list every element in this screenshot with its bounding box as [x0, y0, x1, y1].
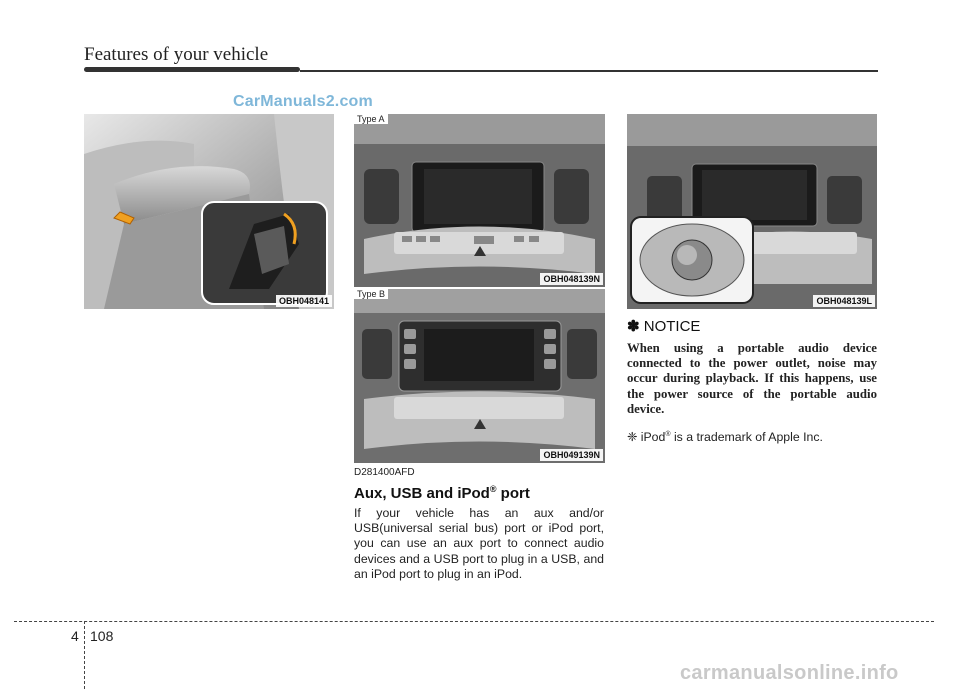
type-a-console-illustration [354, 114, 605, 287]
section-heading-text: Aux, USB and iPod [354, 485, 490, 502]
notice-title: ✽ NOTICE [627, 317, 700, 335]
site-watermark: CarManuals2.com [233, 93, 373, 110]
type-b-console-illustration [354, 289, 605, 463]
header-rule-thin [300, 70, 878, 72]
controller-photo: OBH048139L [627, 114, 877, 309]
notice-star-icon: ✽ [627, 318, 640, 335]
chapter-number: 4 [71, 628, 79, 644]
section-heading-suffix: port [496, 485, 530, 502]
armrest-photo: OBH048141 [84, 114, 334, 309]
notice-body: When using a portable audio device conne… [627, 341, 877, 416]
footer-divider [14, 621, 934, 622]
page-header-title: Features of your vehicle [84, 44, 269, 65]
trademark-symbol-icon: ❈ [627, 430, 638, 444]
section-heading-sup: ® [489, 484, 497, 494]
armrest-illustration [84, 114, 334, 309]
type-b-label: Type B [354, 289, 389, 299]
controller-console-illustration [627, 114, 877, 309]
trademark-note: ❈ iPod® is a trademark of Apple Inc. [627, 430, 823, 444]
type-a-label: Type A [354, 114, 388, 124]
footer-vertical-divider [84, 621, 85, 689]
trademark-post: is a trademark of Apple Inc. [670, 430, 823, 444]
header-rule-thick [84, 67, 300, 72]
type-a-photo: Type A OBH048139N [354, 114, 605, 287]
trademark-pre: iPod [640, 430, 666, 444]
figure-code-type-b: OBH049139N [540, 449, 603, 461]
trademark-sup: ® [665, 430, 671, 438]
footer-watermark: carmanualsonline.info [680, 662, 899, 684]
section-body: If your vehicle has an aux and/or USB(un… [354, 506, 604, 581]
page-number: 108 [90, 628, 114, 644]
notice-title-text: NOTICE [643, 318, 701, 335]
type-b-photo: Type B OBH049139N [354, 289, 605, 463]
section-heading: Aux, USB and iPod® port [354, 484, 530, 502]
figure-code-armrest: OBH048141 [275, 295, 332, 307]
figure-code-controller: OBH048139L [813, 295, 875, 307]
section-code: D281400AFD [354, 467, 415, 478]
figure-code-type-a: OBH048139N [540, 273, 603, 285]
